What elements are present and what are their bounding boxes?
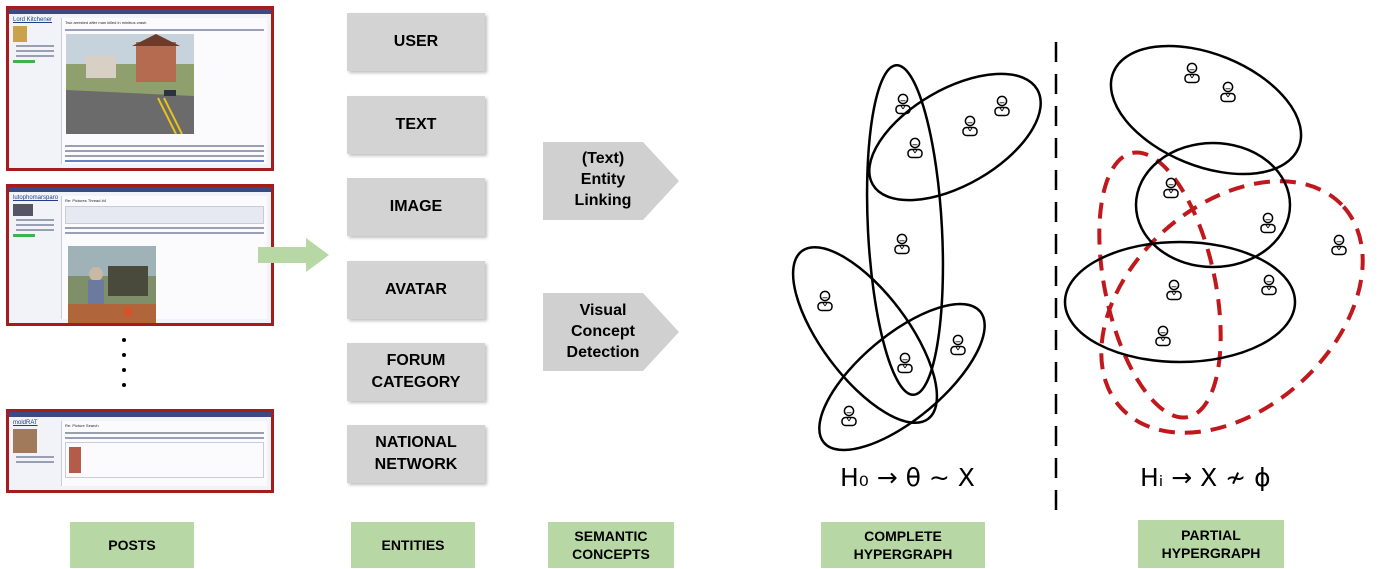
user-node	[894, 233, 910, 255]
entity-label: NATIONAL NETWORK	[374, 434, 458, 473]
label-text: POSTS	[108, 537, 156, 553]
hyperedge	[868, 72, 1042, 202]
street-photo	[66, 34, 194, 134]
label-text: COMPLETE HYPERGRAPH	[853, 528, 953, 562]
user-node	[1163, 177, 1179, 199]
post-title: Two arrested after man killed in minibus…	[65, 20, 147, 25]
green-arrow	[258, 238, 329, 272]
hyperedge	[791, 245, 939, 425]
avatar	[13, 26, 27, 42]
entity-national-network: NATIONAL NETWORK	[347, 425, 485, 483]
entity-image: IMAGE	[347, 178, 485, 236]
user-node	[1184, 62, 1200, 84]
entity-label: TEXT	[395, 116, 437, 133]
label-text: PARTIAL HYPERGRAPH	[1161, 527, 1261, 561]
post-username: lutophomarsparo	[13, 195, 59, 201]
avatar	[13, 204, 33, 216]
user-node	[962, 115, 978, 137]
entity-forum-category: FORUM CATEGORY	[347, 343, 485, 401]
entity-label: USER	[393, 33, 439, 50]
post-title: Re: Pictures Thread #4	[65, 198, 107, 203]
user-node	[1220, 81, 1236, 103]
post-title: Re: Picture Search	[65, 423, 99, 428]
hyperedge	[1109, 44, 1303, 176]
user-node	[907, 137, 923, 159]
partial-hypergraph-solid	[1063, 44, 1303, 364]
complete-hypergraph	[791, 63, 1042, 452]
visual-concept-label: Visual Concept Detection	[566, 302, 640, 361]
entity-user: USER	[347, 13, 485, 71]
hyperedge	[818, 302, 986, 452]
user-node	[1166, 279, 1182, 301]
post-screenshot-1: Lord Kitchener Two arrested after man ki…	[6, 6, 274, 171]
user-node	[994, 95, 1010, 117]
label-posts: POSTS	[70, 522, 194, 568]
label-entities: ENTITIES	[351, 522, 475, 568]
post-username: moldRAT	[13, 420, 38, 426]
visual-concept-arrow	[543, 293, 679, 371]
painting-photo	[68, 246, 156, 323]
label-partial-hypergraph: PARTIAL HYPERGRAPH	[1138, 520, 1284, 568]
user-node	[841, 405, 857, 427]
entity-label: IMAGE	[389, 198, 443, 215]
hyperedge	[1134, 141, 1292, 269]
post-screenshot-3: moldRAT Re: Picture Search	[6, 409, 274, 493]
partial-hypergraph-dashed	[1097, 150, 1365, 435]
entity-linking-label: (Text) Entity Linking	[574, 150, 632, 209]
partial-hypergraph-nodes	[1155, 62, 1347, 347]
user-node	[1261, 274, 1277, 296]
user-node	[817, 290, 833, 312]
entity-label: AVATAR	[385, 281, 447, 298]
user-node	[950, 334, 966, 356]
label-semantic-concepts: SEMANTIC CONCEPTS	[548, 522, 674, 568]
label-text: SEMANTIC CONCEPTS	[572, 528, 650, 562]
complete-formula: H₀ → θ ∼ X	[840, 463, 975, 492]
avatar	[13, 429, 37, 453]
user-node	[1260, 212, 1276, 234]
post-screenshot-2: lutophomarsparo Re: Pictures Thread #4	[6, 184, 274, 326]
entity-text: TEXT	[347, 96, 485, 154]
label-complete-hypergraph: COMPLETE HYPERGRAPH	[821, 522, 985, 568]
user-node	[897, 352, 913, 374]
post-username: Lord Kitchener	[13, 17, 53, 23]
hyperedge	[865, 63, 945, 397]
label-text: ENTITIES	[381, 537, 445, 553]
entity-avatar: AVATAR	[347, 261, 485, 319]
partial-formula: Hᵢ → X ≁ ϕ	[1140, 463, 1271, 492]
hyperedge	[1063, 240, 1297, 364]
user-node	[1155, 325, 1171, 347]
entity-linking-arrow	[543, 142, 679, 220]
user-node	[1331, 234, 1347, 256]
entity-label: FORUM CATEGORY	[371, 352, 461, 391]
partial-hyperedge	[1097, 150, 1223, 420]
